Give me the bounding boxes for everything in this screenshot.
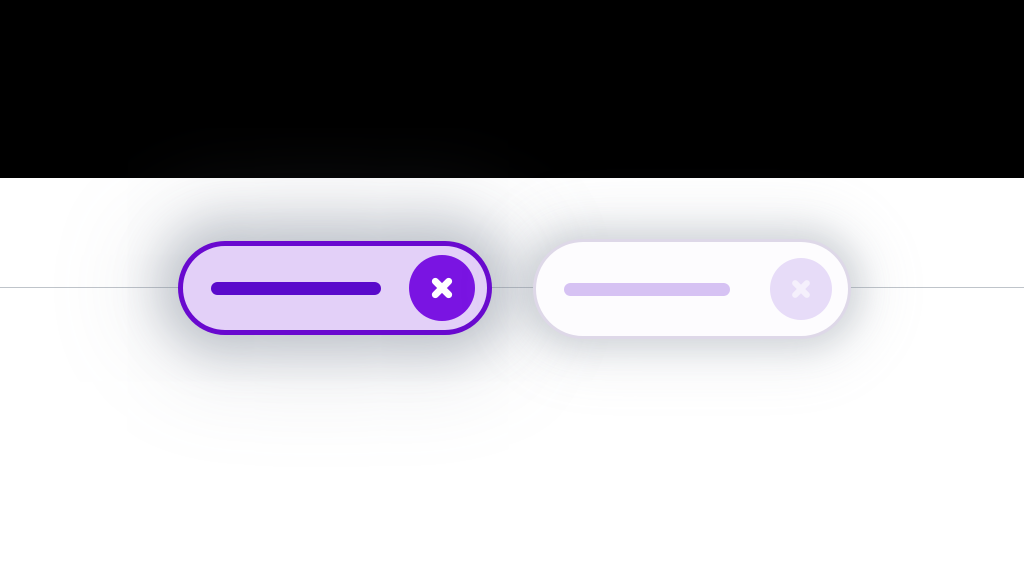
horizontal-divider xyxy=(0,287,1024,288)
text-placeholder-bar xyxy=(564,282,730,296)
text-placeholder-bar xyxy=(211,281,381,295)
chip-disabled xyxy=(533,239,851,339)
top-black-band xyxy=(0,0,1024,178)
close-icon xyxy=(426,272,458,304)
close-icon xyxy=(787,275,815,303)
chip-active[interactable] xyxy=(178,241,492,335)
close-button[interactable] xyxy=(409,255,475,321)
close-button-disabled xyxy=(770,258,832,320)
